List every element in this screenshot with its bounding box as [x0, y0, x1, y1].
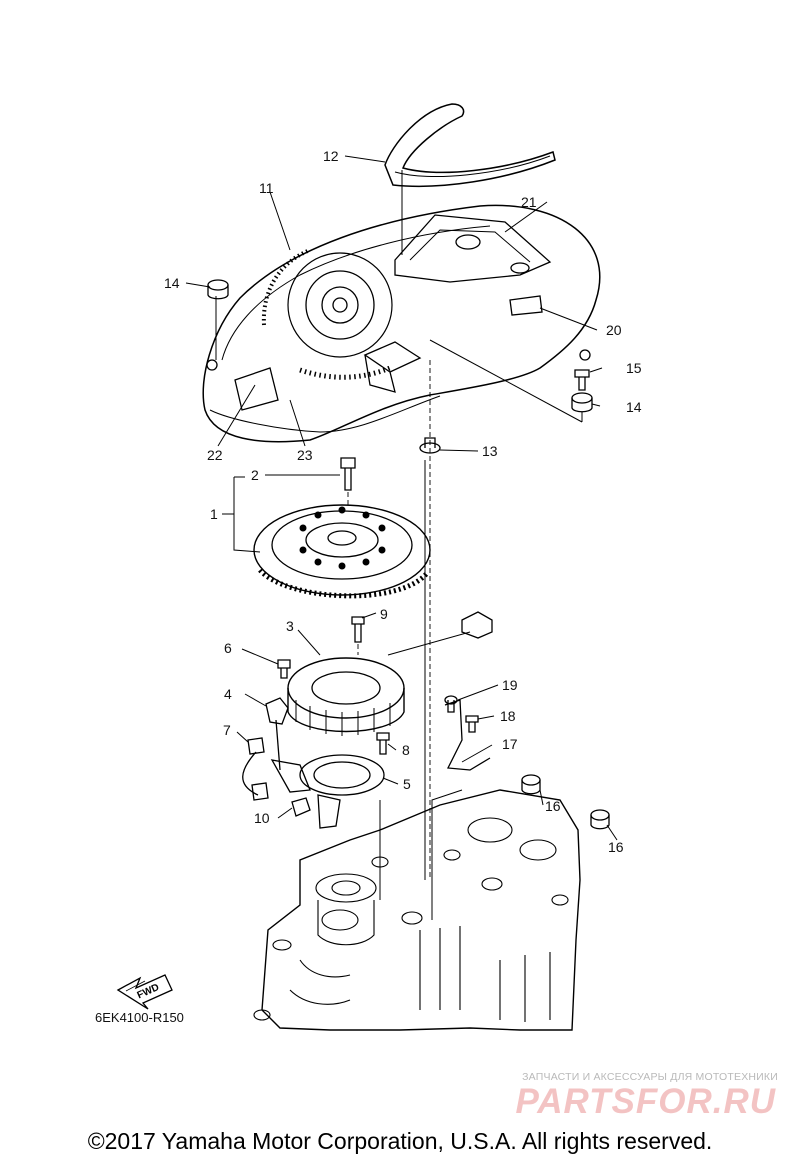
callout-8: 8: [402, 742, 410, 758]
diagram-reference-code: 6EK4100-R150: [95, 1010, 184, 1025]
callout-21: 21: [521, 194, 537, 210]
callout-20: 20: [606, 322, 622, 338]
watermark-tagline: ЗАПЧАСТИ И АКСЕССУАРЫ ДЛЯ МОТОТЕХНИКИ: [522, 1071, 778, 1083]
part-8-bolt: [376, 732, 390, 755]
part-3-stator: [287, 611, 493, 736]
part-14-grommet-right: [571, 392, 593, 413]
callout-13: 13: [482, 443, 498, 459]
part-18-screw: [465, 715, 479, 733]
engine-block: [253, 789, 581, 1031]
part-1-flywheel: [253, 504, 431, 599]
part-14-grommet-left: [207, 279, 229, 300]
part-19-screw: [444, 695, 458, 713]
part-2-flywheel-bolt: [340, 457, 356, 491]
part-12-hose: [384, 103, 556, 188]
part-15-bolt: [574, 369, 590, 391]
fwd-arrow-icon: [116, 974, 173, 1010]
callout-22: 22: [207, 447, 223, 463]
part-16-grommet-b: [590, 809, 610, 830]
watermark-logo: PARTSFOR.RU: [515, 1082, 776, 1121]
assembly-guide-lines: [347, 360, 431, 880]
part-16-grommet-a: [521, 774, 541, 795]
callout-7: 7: [223, 722, 231, 738]
part-7-clamp: [242, 737, 265, 796]
callout-2: 2: [251, 467, 259, 483]
copyright-notice: ©2017 Yamaha Motor Corporation, U.S.A. A…: [87, 1128, 713, 1154]
part-10-coupler: [251, 782, 311, 817]
part-6-bolt: [277, 659, 291, 679]
callout-19: 19: [502, 677, 518, 693]
callout-14-left: 14: [164, 275, 180, 291]
part-4-pulser-coil: [265, 697, 289, 771]
callout-16-a: 16: [545, 798, 561, 814]
callout-labels: 1 2 3 4 5 6 7 8 9 10 11 12 13 14 14 15 1…: [136, 148, 642, 1001]
callout-5: 5: [403, 776, 411, 792]
leader-lines: [185, 155, 618, 841]
callout-11: 11: [259, 180, 274, 196]
callout-12: 12: [323, 148, 339, 164]
callout-9: 9: [380, 606, 388, 622]
callout-1: 1: [210, 506, 218, 522]
callout-4: 4: [224, 686, 232, 702]
callout-15: 15: [626, 360, 642, 376]
part-11-flywheel-cover: [202, 204, 601, 443]
callout-16-b: 16: [608, 839, 624, 855]
callout-17: 17: [502, 736, 518, 752]
part-5-stator-base: [270, 754, 385, 829]
callout-23: 23: [297, 447, 313, 463]
fwd-label: FWD: [136, 982, 161, 1001]
callout-18: 18: [500, 708, 516, 724]
part-17-lead-wire: [444, 699, 491, 771]
callout-10: 10: [254, 810, 270, 826]
callout-6: 6: [224, 640, 232, 656]
assembly-guide-lines-solid: [379, 170, 463, 920]
callout-3: 3: [286, 618, 294, 634]
part-9-bolt: [351, 616, 365, 643]
callout-14-right: 14: [626, 399, 642, 415]
